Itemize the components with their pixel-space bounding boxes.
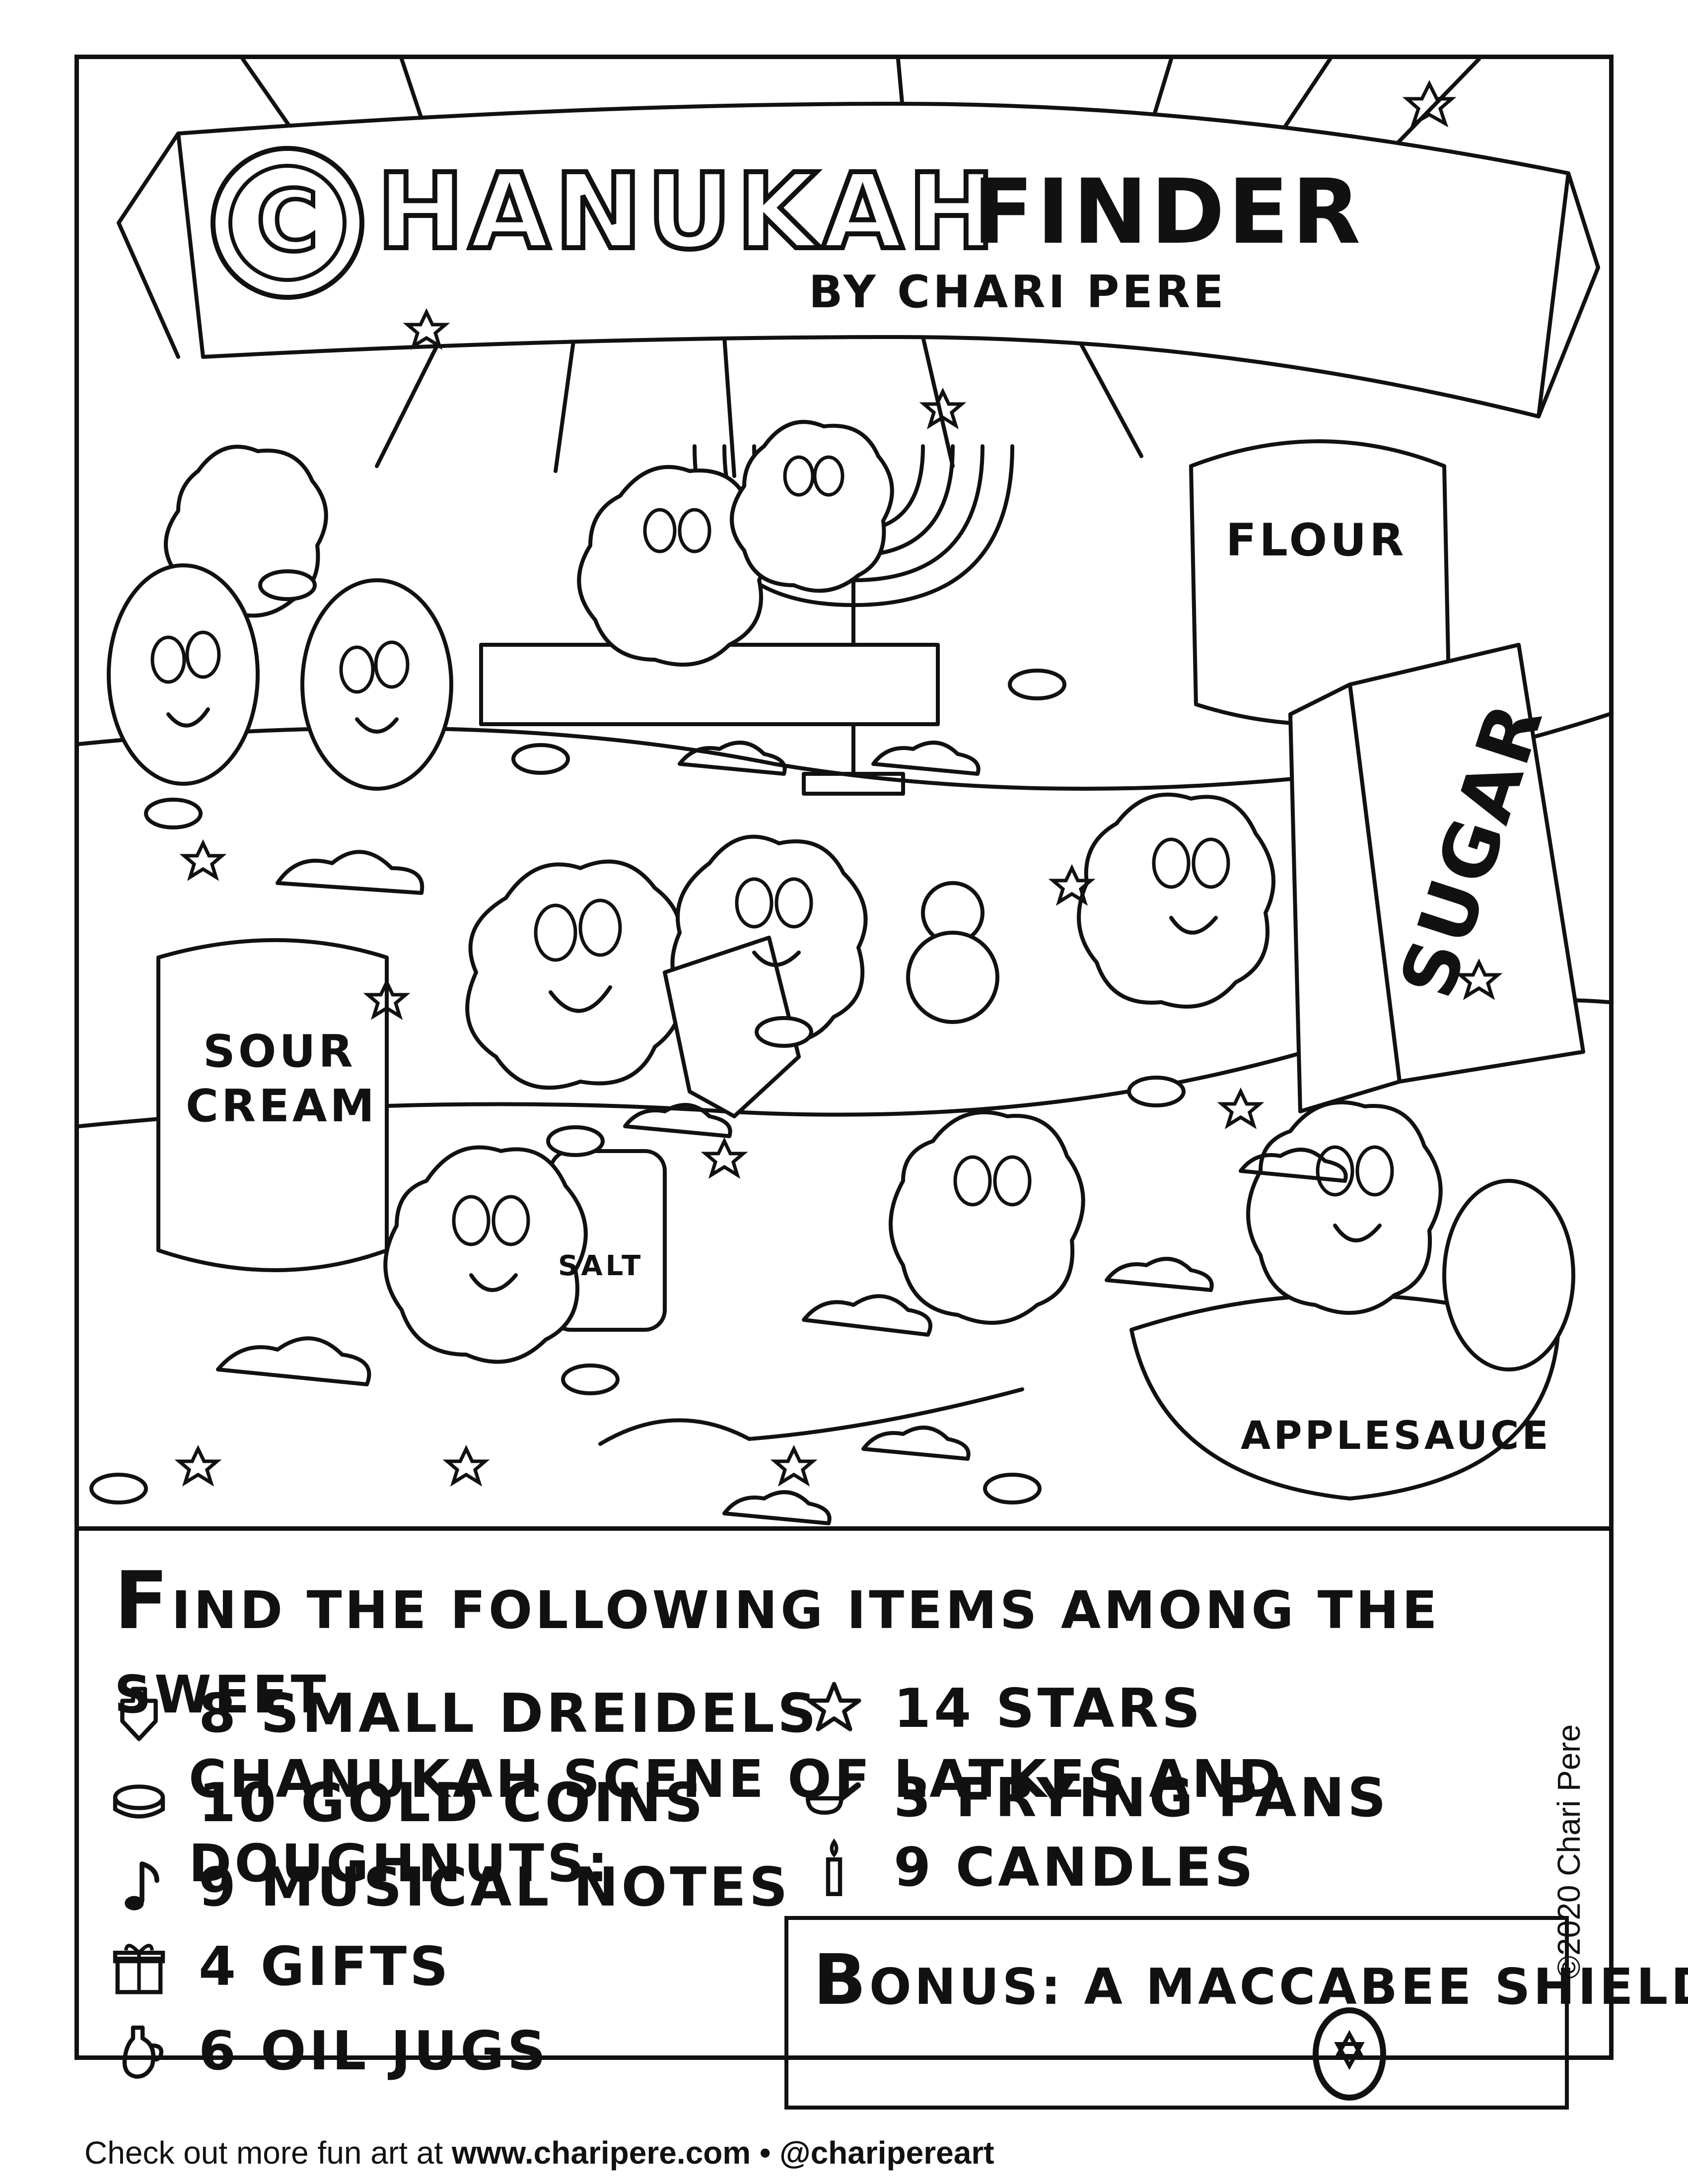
list-item-label: 6 OIL JUGS <box>199 2020 549 2082</box>
applesauce-label: APPLESAUCE <box>1241 1414 1551 1458</box>
flour-label: FLOUR <box>1226 514 1407 566</box>
gift-icon <box>113 1943 165 1994</box>
salt-label: SALT <box>558 1250 643 1282</box>
gold-coin-icon <box>113 1784 165 1818</box>
instructions-line2: CHANUKAH SCENE OF LATKES AND DOUGHNUTS: <box>189 1749 1284 1894</box>
copyright: ©2020 Chari Pere <box>1551 1724 1587 1979</box>
section-divider <box>74 1526 1614 1531</box>
candle-icon <box>826 1838 843 1896</box>
sour-cream-label-line2: CREAM <box>186 1080 377 1132</box>
list-item-label: 8 SMALL DREIDELS <box>199 1683 819 1745</box>
footer-separator: • <box>751 2135 780 2171</box>
list-item-dreidels: 8 SMALL DREIDELS <box>109 1683 819 1745</box>
instructions-line1: IND THE FOLLOWING ITEMS AMONG THE SWEET <box>114 1580 1440 1725</box>
maccabee-shield-icon <box>1313 2007 1386 2101</box>
star-icon <box>807 1681 861 1731</box>
list-item-label: 9 CANDLES <box>894 1837 1257 1899</box>
list-item-jugs: 6 OIL JUGS <box>109 2020 549 2082</box>
list-item-label: 4 GIFTS <box>199 1936 451 1998</box>
footer: Check out more fun art at www.charipere.… <box>84 2134 994 2171</box>
footer-site-link[interactable]: www.charipere.com <box>451 2135 751 2171</box>
list-item-coins: 10 GOLD COINS <box>109 1772 706 1834</box>
list-item-notes: 9 MUSICAL NOTES <box>109 1856 791 1918</box>
instructions: FIND THE FOLLOWING ITEMS AMONG THE SWEET… <box>114 1559 1504 1906</box>
list-item-gifts: 4 GIFTS <box>109 1936 451 1998</box>
title-byline: BY CHARI PERE <box>809 266 1227 318</box>
musical-note-icon <box>125 1861 159 1911</box>
bonus-text: BONUS: A MACCABEE SHIELD <box>813 1940 1688 2021</box>
bonus-label: ONUS: A MACCABEE SHIELD <box>869 1958 1688 2016</box>
list-item-label: 3 FRYING PANS <box>894 1767 1389 1829</box>
list-item-pans: 3 FRYING PANS <box>804 1767 1389 1829</box>
title-banner: C HANUKAH FINDER BY CHARI PERE <box>211 146 1364 318</box>
list-item-candles: 9 CANDLES <box>804 1837 1256 1899</box>
list-item-label: 9 MUSICAL NOTES <box>199 1856 791 1918</box>
title-initial: C <box>257 172 319 271</box>
footer-prefix: Check out more fun art at <box>84 2135 452 2171</box>
list-item-label: 14 STARS <box>894 1678 1203 1740</box>
oil-jug-icon <box>122 2025 164 2079</box>
instructions-initial: F <box>114 1554 172 1647</box>
list-item-stars: 14 STARS <box>804 1678 1203 1740</box>
sour-cream-label-line1: SOUR <box>203 1025 356 1078</box>
dreidel-icon <box>120 1686 158 1741</box>
bonus-box: BONUS: A MACCABEE SHIELD <box>784 1916 1688 2110</box>
title-finder: FINDER <box>973 160 1364 264</box>
page-frame <box>74 55 1614 2060</box>
frying-pan-icon <box>806 1782 861 1815</box>
hidden-picture-scene: FLOUR SUGAR SOUR CREAM SALT APPLESAUCE C… <box>79 59 1609 1525</box>
bonus-initial: B <box>813 1940 869 2021</box>
list-item-label: 10 GOLD COINS <box>199 1772 706 1834</box>
title-main: HANUKAH <box>377 151 1000 273</box>
footer-handle-link[interactable]: @charipereart <box>779 2135 994 2171</box>
